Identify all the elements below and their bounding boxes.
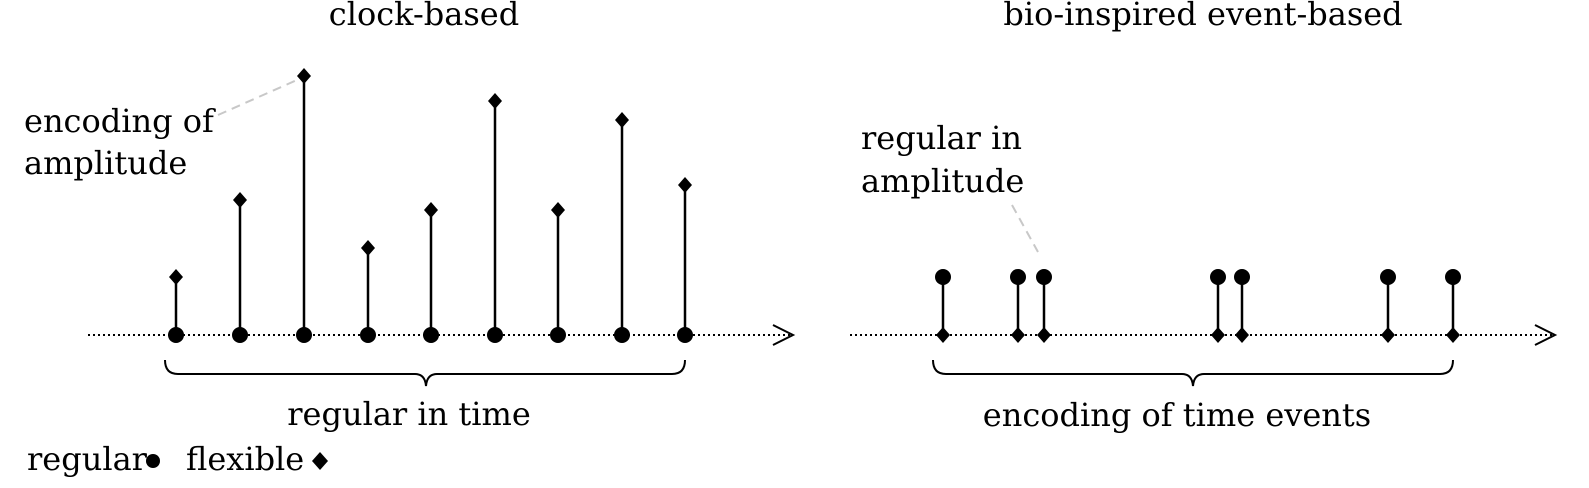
- regular-circle-marker: [614, 327, 630, 343]
- flexible-diamond-marker: [424, 202, 438, 218]
- annotation-leader-left: [217, 79, 298, 116]
- flexible-diamond-marker: [678, 177, 692, 193]
- flexible-amplitude-markers-left: [169, 68, 692, 285]
- regular-circle-marker: [487, 327, 503, 343]
- flexible-diamond-marker: [488, 93, 502, 109]
- sample-stems-left: [174, 76, 687, 335]
- brace-left: [164, 359, 686, 387]
- event-based-panel: [850, 204, 1558, 387]
- regular-circle-marker: [1234, 269, 1250, 285]
- left-panel-title: clock-based: [328, 0, 520, 33]
- flexible-diamond-marker: [297, 68, 311, 84]
- axis-arrowhead-left: [772, 324, 796, 346]
- annotation-leader-right: [1011, 204, 1039, 253]
- regular-circle-marker: [168, 327, 184, 343]
- regular-circle-marker: [550, 327, 566, 343]
- flexible-diamond-marker: [1235, 327, 1249, 343]
- flexible-time-markers-right: [936, 327, 1460, 343]
- flexible-diamond-marker: [233, 192, 247, 208]
- regular-amplitude-markers-right: [935, 269, 1461, 285]
- flexible-diamond-marker: [551, 202, 565, 218]
- regular-circle-marker: [423, 327, 439, 343]
- regular-circle-marker: [360, 327, 376, 343]
- flexible-diamond-marker: [615, 112, 629, 128]
- legend-circle-icon: [146, 454, 160, 468]
- regular-circle-marker: [1380, 269, 1396, 285]
- legend-regular-label: regular: [27, 440, 147, 478]
- legend-markers: [146, 452, 328, 470]
- regular-circle-marker: [935, 269, 951, 285]
- flexible-diamond-marker: [936, 327, 950, 343]
- right-panel-title: bio-inspired event-based: [1003, 0, 1403, 33]
- regular-circle-marker: [677, 327, 693, 343]
- flexible-diamond-marker: [169, 269, 183, 285]
- regular-time-markers-left: [168, 327, 693, 343]
- legend-diamond-icon: [312, 452, 328, 470]
- right-annotation-line2: amplitude: [861, 162, 1025, 200]
- regular-circle-marker: [1210, 269, 1226, 285]
- regular-circle-marker: [1445, 269, 1461, 285]
- flexible-diamond-marker: [1037, 327, 1051, 343]
- right-annotation-line1: regular in: [861, 119, 1022, 157]
- flexible-diamond-marker: [1446, 327, 1460, 343]
- left-annotation-line2: amplitude: [24, 144, 188, 182]
- legend-flexible-label: flexible: [186, 440, 305, 478]
- regular-circle-marker: [232, 327, 248, 343]
- right-brace-label: encoding of time events: [982, 396, 1372, 434]
- regular-circle-marker: [1036, 269, 1052, 285]
- flexible-diamond-marker: [1211, 327, 1225, 343]
- regular-circle-marker: [296, 327, 312, 343]
- axis-arrowhead-right: [1534, 324, 1558, 346]
- brace-right: [932, 359, 1454, 387]
- left-annotation-line1: encoding of: [24, 102, 214, 140]
- flexible-diamond-marker: [361, 240, 375, 256]
- flexible-diamond-marker: [1011, 327, 1025, 343]
- flexible-diamond-marker: [1381, 327, 1395, 343]
- regular-circle-marker: [1010, 269, 1026, 285]
- left-brace-label: regular in time: [287, 395, 531, 433]
- event-stems-right: [941, 277, 1455, 335]
- clock-based-panel: [88, 68, 796, 387]
